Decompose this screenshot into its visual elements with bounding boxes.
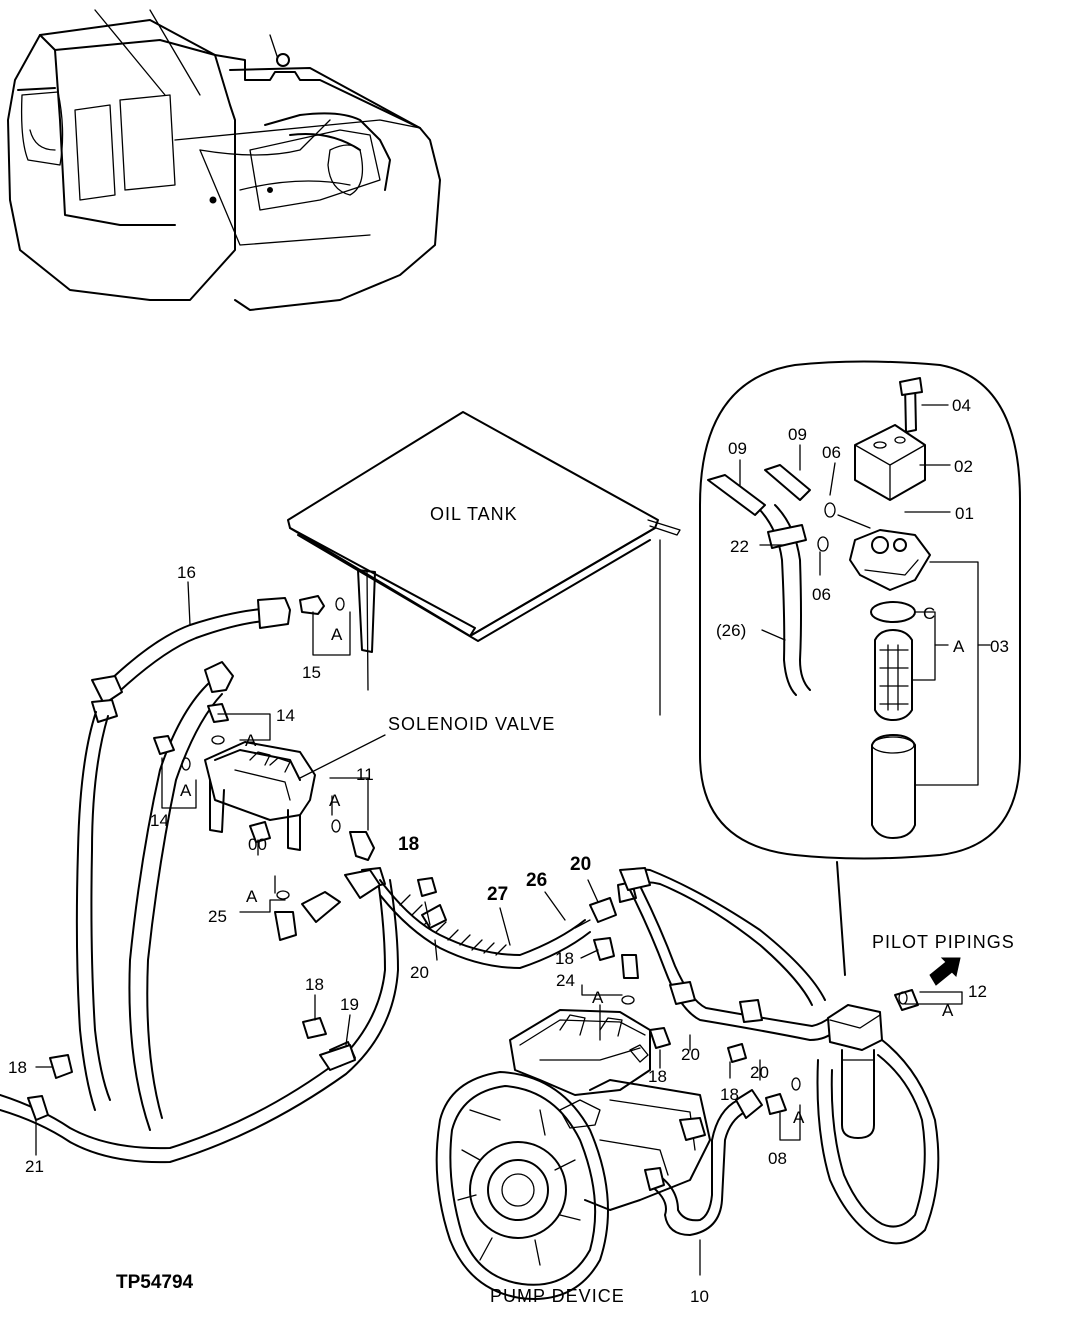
callout-18: 18 [648,1067,667,1086]
callout-A: A [793,1108,805,1127]
callout-01: 01 [955,504,974,523]
callout-16: 16 [177,563,196,582]
callout-25: 25 [208,907,227,926]
callout-11: 11 [356,765,374,784]
callout-14: 14 [150,811,169,830]
leader-lines [35,404,991,1276]
callout-20: 20 [681,1045,700,1064]
pilot-pipings-label: PILOT PIPINGS [872,932,1015,952]
callout-22: 22 [730,537,749,556]
callout-06: 06 [812,585,831,604]
callout-18: 18 [720,1085,739,1104]
callout-18: 18 [8,1058,27,1077]
pilot-pipings-arrow-icon [929,957,961,986]
callout-03: 03 [990,637,1009,656]
pilot-hose-16 [75,595,345,1111]
filter-detail-bubble [699,360,1021,976]
callout-21: 21 [25,1157,44,1176]
solenoid-valve-illustration [153,703,375,941]
callout-02: 02 [954,457,973,476]
callout-A: A [942,1001,954,1020]
callout-A: A [953,637,965,656]
callout-18: 18 [305,975,324,994]
callout-20: 20 [410,963,429,982]
callout-06: 06 [822,443,841,462]
callout-A: A [592,988,604,1007]
callout-00: 00 [248,835,267,854]
figure-id: TP54794 [116,1272,194,1293]
solenoid-valve-label: SOLENOID VALVE [388,714,555,734]
callout-18: 18 [555,949,574,968]
callout-C: C [923,604,935,623]
callout-19: 19 [340,995,359,1014]
callout-A: A [245,731,257,750]
callout-18: 18 [398,834,419,855]
callout-15: 15 [302,663,321,682]
callout-27: 27 [487,884,508,905]
pilot-filter-illustration [816,989,940,1245]
excavator-overview-illustration [7,9,441,311]
callout-A: A [180,781,192,800]
callout-14: 14 [276,706,295,725]
return-hose [0,661,399,1164]
callout-26: (26) [716,621,746,640]
center-hoses [49,867,837,1115]
callout-04: 04 [952,396,971,415]
callout-A: A [246,887,258,906]
oil-tank-illustration [287,411,681,716]
callout-26: 26 [526,870,547,891]
callout-09: 09 [728,439,747,458]
callout-A: A [331,625,343,644]
callout-24: 24 [556,971,575,990]
oil-tank-label: OIL TANK [430,504,518,524]
callout-20: 20 [570,854,591,875]
pump-device-illustration [435,1009,763,1300]
callout-12: 12 [968,982,987,1001]
callout-20: 20 [750,1063,769,1082]
pump-device-label: PUMP DEVICE [490,1286,625,1306]
callout-09: 09 [788,425,807,444]
callout-08: 08 [768,1149,787,1168]
callout-A: A [329,791,341,810]
callout-10: 10 [690,1287,709,1306]
